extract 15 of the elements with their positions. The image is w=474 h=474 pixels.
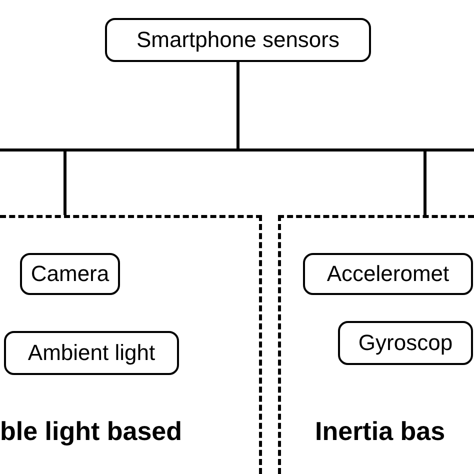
node-label: Smartphone sensors [136, 27, 340, 53]
node-label: Ambient light [28, 340, 156, 366]
connector-line [236, 62, 474, 152]
group-box [0, 215, 262, 474]
sensor-box [20, 253, 120, 295]
group-title: ble light based [0, 416, 182, 447]
group-box [278, 215, 474, 474]
sensor-box [303, 253, 473, 295]
node-label: Acceleromet [326, 261, 450, 287]
node-label: Camera [30, 261, 110, 287]
group-title: Inertia bas [315, 416, 446, 447]
sensor-box [4, 331, 179, 375]
node-label: Gyroscop [358, 330, 453, 356]
root-box [105, 18, 371, 62]
sensor-box [338, 321, 473, 365]
